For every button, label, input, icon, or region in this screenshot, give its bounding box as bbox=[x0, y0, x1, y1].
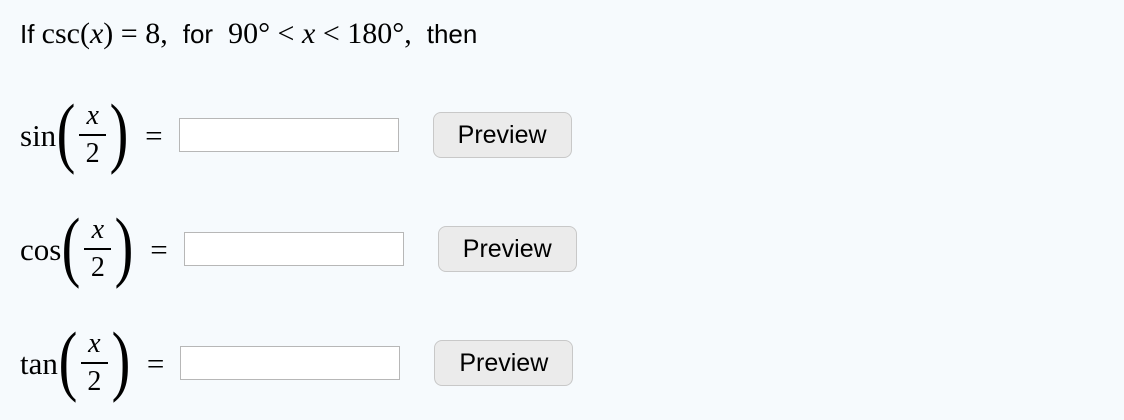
statement-for-text: for bbox=[182, 19, 214, 49]
statement-range-var: x bbox=[301, 17, 316, 50]
statement-if-text: If bbox=[20, 19, 42, 49]
fraction: x 2 bbox=[84, 214, 112, 283]
fraction-bar bbox=[84, 248, 112, 250]
open-paren: ( bbox=[61, 201, 81, 289]
equals-sign: = bbox=[150, 231, 168, 267]
close-paren: ) bbox=[109, 87, 129, 175]
fraction: x 2 bbox=[80, 328, 108, 397]
math-expression-cos: cos ( x 2 ) = bbox=[20, 201, 184, 289]
fraction-denominator: 2 bbox=[87, 366, 102, 397]
close-paren: ) bbox=[114, 201, 134, 289]
statement-then-text: then bbox=[426, 19, 478, 49]
answer-input-cos[interactable] bbox=[183, 232, 404, 266]
fraction-numerator: x bbox=[86, 100, 99, 131]
equation-row-tan: tan ( x 2 ) = Preview bbox=[20, 320, 1124, 406]
statement-range-right: < 180°, bbox=[315, 17, 412, 50]
fraction: x 2 bbox=[79, 100, 107, 169]
preview-button-tan[interactable]: Preview bbox=[434, 340, 574, 386]
function-name: tan bbox=[20, 345, 58, 381]
preview-button-cos[interactable]: Preview bbox=[437, 226, 577, 272]
answer-input-tan[interactable] bbox=[180, 346, 401, 380]
fraction-denominator: 2 bbox=[90, 252, 105, 283]
open-paren: ( bbox=[58, 315, 78, 403]
equals-sign: = bbox=[146, 345, 165, 381]
math-expression-sin: sin ( x 2 ) = bbox=[20, 87, 179, 175]
fraction-bar bbox=[80, 362, 108, 364]
answer-input-sin[interactable] bbox=[178, 118, 399, 152]
open-paren: ( bbox=[56, 87, 76, 175]
function-name: sin bbox=[20, 117, 57, 153]
statement-range-left: 90° < bbox=[228, 17, 302, 50]
fraction-numerator: x bbox=[91, 214, 105, 245]
statement-equals-eight: ) = 8, bbox=[103, 17, 168, 50]
equation-row-cos: cos ( x 2 ) = Preview bbox=[20, 206, 1124, 292]
fraction-bar bbox=[79, 134, 107, 136]
fraction-numerator: x bbox=[88, 328, 101, 359]
statement-csc-arg: x bbox=[89, 17, 104, 50]
function-name: cos bbox=[20, 231, 62, 267]
equation-row-sin: sin ( x 2 ) = Preview bbox=[20, 92, 1124, 178]
fraction-denominator: 2 bbox=[85, 138, 100, 169]
close-paren: ) bbox=[111, 315, 131, 403]
math-expression-tan: tan ( x 2 ) = bbox=[20, 315, 180, 403]
preview-button-sin[interactable]: Preview bbox=[432, 112, 572, 158]
statement-csc-open: csc( bbox=[41, 17, 90, 50]
equals-sign: = bbox=[145, 117, 163, 153]
